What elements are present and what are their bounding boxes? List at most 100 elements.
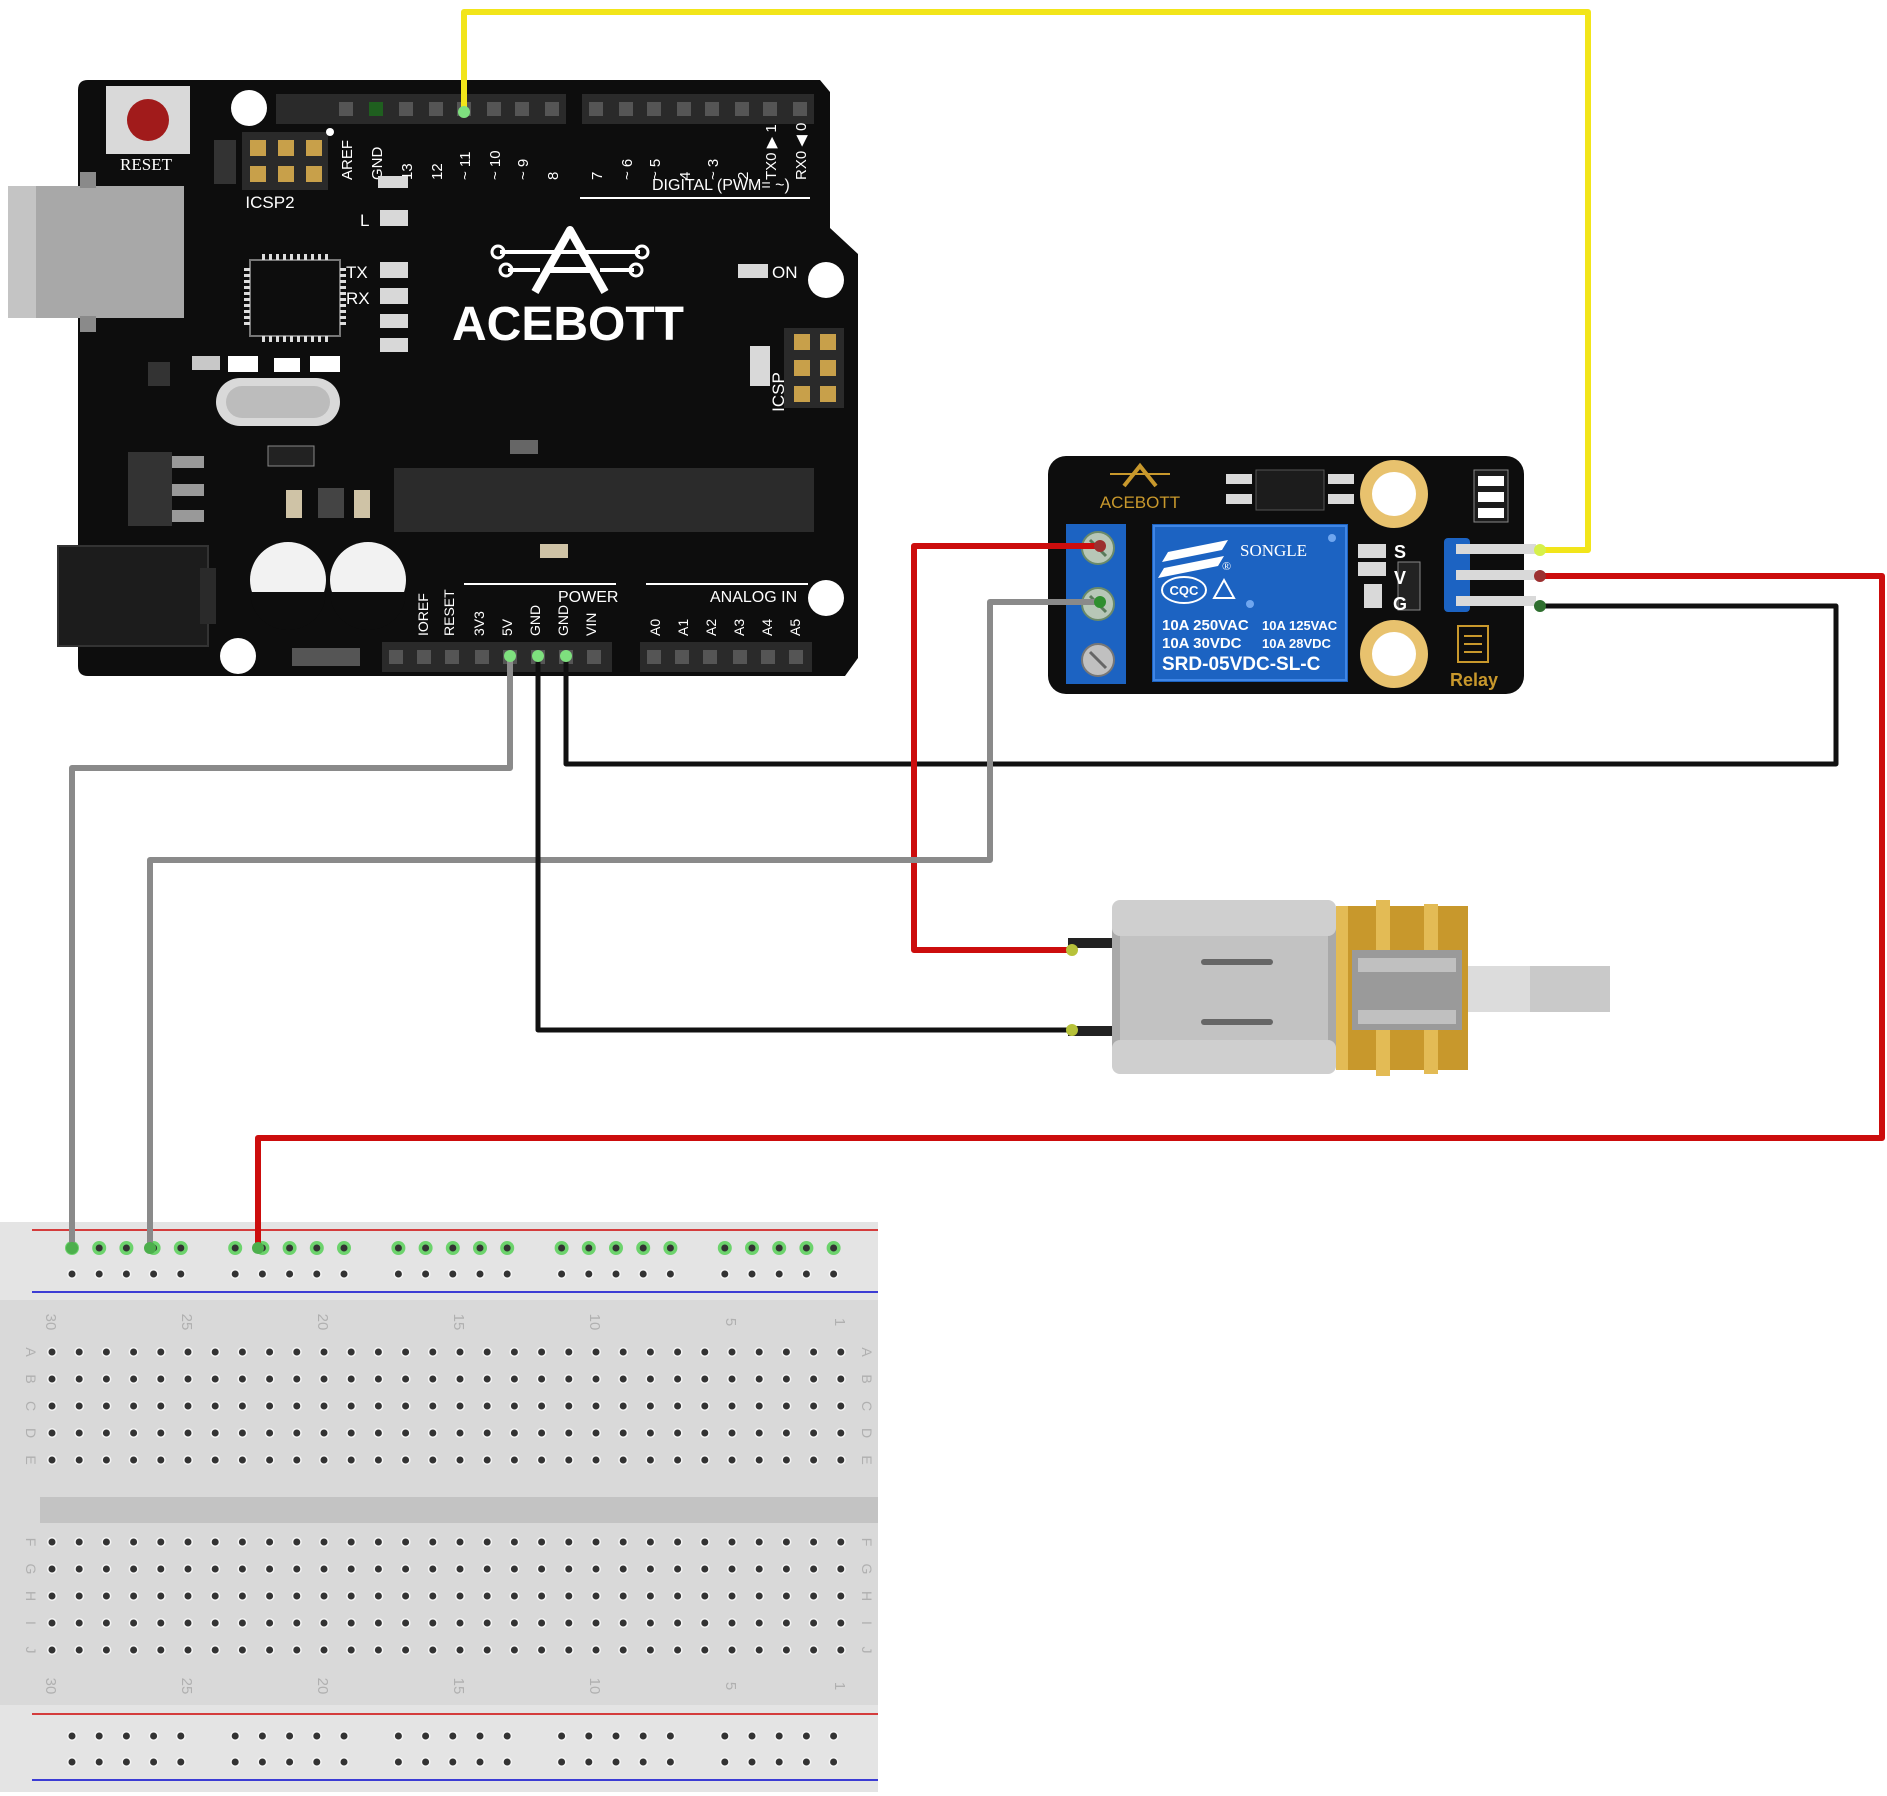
- terminal-hole[interactable]: [782, 1646, 790, 1654]
- terminal-hole[interactable]: [374, 1538, 382, 1546]
- rail-hole[interactable]: [122, 1758, 130, 1766]
- terminal-hole[interactable]: [728, 1402, 736, 1410]
- terminal-hole[interactable]: [619, 1592, 627, 1600]
- rail-hole[interactable]: [449, 1244, 457, 1252]
- terminal-hole[interactable]: [293, 1646, 301, 1654]
- terminal-hole[interactable]: [701, 1456, 709, 1464]
- rail-hole[interactable]: [286, 1758, 294, 1766]
- terminal-hole[interactable]: [402, 1456, 410, 1464]
- terminal-hole[interactable]: [211, 1565, 219, 1573]
- rail-hole[interactable]: [422, 1244, 430, 1252]
- pin-g[interactable]: [1456, 596, 1536, 606]
- terminal-hole[interactable]: [75, 1565, 83, 1573]
- rail-hole[interactable]: [666, 1758, 674, 1766]
- terminal-hole[interactable]: [374, 1619, 382, 1627]
- power-header-pin[interactable]: [475, 650, 489, 664]
- terminal-hole[interactable]: [130, 1646, 138, 1654]
- terminal-hole[interactable]: [75, 1402, 83, 1410]
- terminal-hole[interactable]: [184, 1619, 192, 1627]
- terminal-hole[interactable]: [810, 1402, 818, 1410]
- terminal-hole[interactable]: [157, 1619, 165, 1627]
- rail-hole[interactable]: [612, 1758, 620, 1766]
- header-pin[interactable]: [515, 102, 529, 116]
- terminal-hole[interactable]: [157, 1565, 165, 1573]
- terminal-hole[interactable]: [619, 1646, 627, 1654]
- terminal-hole[interactable]: [48, 1429, 56, 1437]
- rail-hole[interactable]: [748, 1732, 756, 1740]
- terminal-hole[interactable]: [238, 1348, 246, 1356]
- terminal-hole[interactable]: [456, 1402, 464, 1410]
- terminal-hole[interactable]: [810, 1565, 818, 1573]
- terminal-hole[interactable]: [48, 1348, 56, 1356]
- terminal-hole[interactable]: [810, 1375, 818, 1383]
- terminal-hole[interactable]: [75, 1592, 83, 1600]
- terminal-hole[interactable]: [646, 1538, 654, 1546]
- rail-hole[interactable]: [721, 1732, 729, 1740]
- terminal-hole[interactable]: [130, 1619, 138, 1627]
- terminal-hole[interactable]: [728, 1565, 736, 1573]
- terminal-hole[interactable]: [592, 1565, 600, 1573]
- terminal-hole[interactable]: [266, 1592, 274, 1600]
- terminal-hole[interactable]: [674, 1619, 682, 1627]
- rail-hole[interactable]: [340, 1758, 348, 1766]
- rail-hole[interactable]: [585, 1270, 593, 1278]
- icsp-pin[interactable]: [820, 334, 836, 350]
- terminal-hole[interactable]: [238, 1402, 246, 1410]
- rail-hole[interactable]: [666, 1244, 674, 1252]
- rail-hole[interactable]: [558, 1758, 566, 1766]
- rail-hole[interactable]: [150, 1270, 158, 1278]
- terminal-hole[interactable]: [75, 1348, 83, 1356]
- rail-hole[interactable]: [394, 1732, 402, 1740]
- terminal-hole[interactable]: [293, 1592, 301, 1600]
- terminal-hole[interactable]: [510, 1592, 518, 1600]
- terminal-hole[interactable]: [429, 1619, 437, 1627]
- terminal-hole[interactable]: [157, 1348, 165, 1356]
- terminal-hole[interactable]: [837, 1402, 845, 1410]
- terminal-hole[interactable]: [184, 1402, 192, 1410]
- rail-hole[interactable]: [122, 1244, 130, 1252]
- terminal-hole[interactable]: [483, 1565, 491, 1573]
- terminal-hole[interactable]: [456, 1592, 464, 1600]
- terminal-hole[interactable]: [646, 1348, 654, 1356]
- rail-hole[interactable]: [258, 1758, 266, 1766]
- terminal-hole[interactable]: [755, 1565, 763, 1573]
- terminal-hole[interactable]: [810, 1592, 818, 1600]
- terminal-hole[interactable]: [837, 1375, 845, 1383]
- analog-header-pin[interactable]: [733, 650, 747, 664]
- terminal-hole[interactable]: [402, 1646, 410, 1654]
- terminal-hole[interactable]: [510, 1619, 518, 1627]
- rail-hole[interactable]: [639, 1270, 647, 1278]
- rail-hole[interactable]: [830, 1270, 838, 1278]
- rail-hole[interactable]: [313, 1732, 321, 1740]
- terminal-hole[interactable]: [510, 1456, 518, 1464]
- pin-s[interactable]: [1456, 544, 1536, 554]
- icsp-pin[interactable]: [794, 334, 810, 350]
- terminal-hole[interactable]: [646, 1375, 654, 1383]
- terminal-hole[interactable]: [184, 1348, 192, 1356]
- terminal-hole[interactable]: [211, 1538, 219, 1546]
- terminal-hole[interactable]: [402, 1538, 410, 1546]
- terminal-hole[interactable]: [755, 1619, 763, 1627]
- terminal-hole[interactable]: [565, 1402, 573, 1410]
- terminal-hole[interactable]: [456, 1619, 464, 1627]
- analog-header-pin[interactable]: [647, 650, 661, 664]
- rail-hole[interactable]: [585, 1244, 593, 1252]
- terminal-hole[interactable]: [728, 1348, 736, 1356]
- terminal-hole[interactable]: [837, 1565, 845, 1573]
- terminal-hole[interactable]: [755, 1402, 763, 1410]
- terminal-hole[interactable]: [320, 1402, 328, 1410]
- terminal-hole[interactable]: [483, 1375, 491, 1383]
- terminal-hole[interactable]: [701, 1646, 709, 1654]
- terminal-hole[interactable]: [211, 1375, 219, 1383]
- terminal-hole[interactable]: [48, 1402, 56, 1410]
- rail-hole[interactable]: [775, 1732, 783, 1740]
- terminal-hole[interactable]: [565, 1646, 573, 1654]
- terminal-hole[interactable]: [402, 1429, 410, 1437]
- rail-hole[interactable]: [639, 1732, 647, 1740]
- rail-hole[interactable]: [612, 1244, 620, 1252]
- terminal-hole[interactable]: [538, 1402, 546, 1410]
- rail-hole[interactable]: [449, 1270, 457, 1278]
- header-pin[interactable]: [339, 102, 353, 116]
- terminal-hole[interactable]: [402, 1375, 410, 1383]
- terminal-hole[interactable]: [646, 1456, 654, 1464]
